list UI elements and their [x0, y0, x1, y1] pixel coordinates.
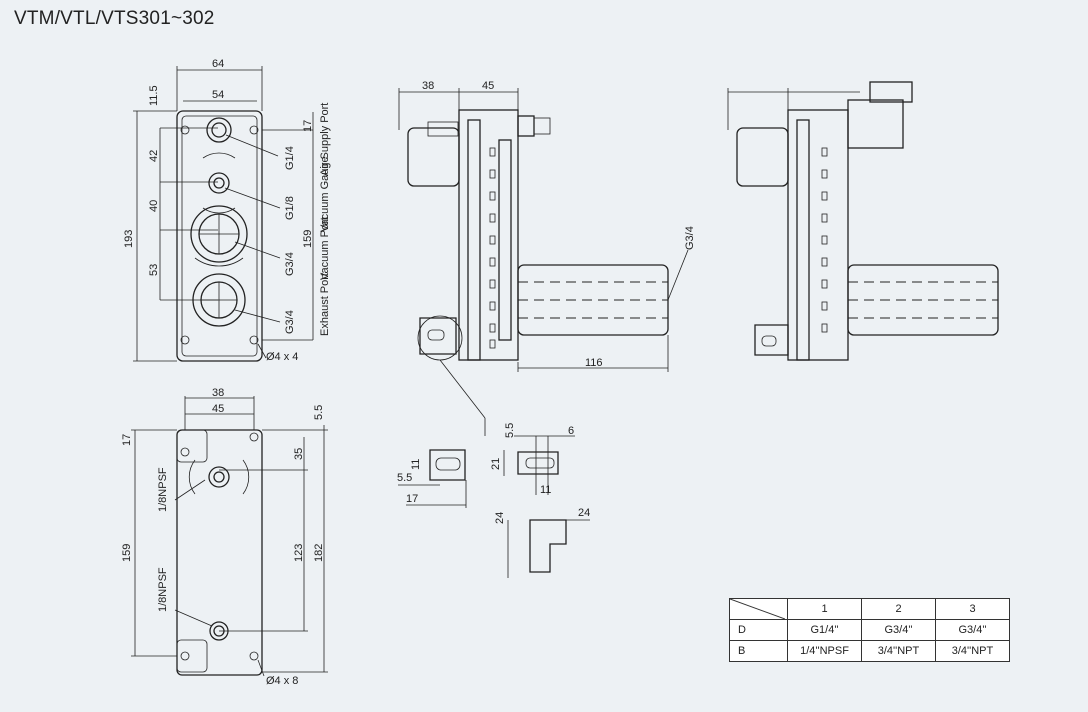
svg-text:11.5: 11.5	[148, 85, 160, 106]
svg-text:54: 54	[212, 89, 224, 101]
svg-text:159: 159	[302, 230, 314, 248]
back-view	[131, 396, 328, 677]
svg-text:193: 193	[123, 230, 135, 248]
table-header: 1	[787, 598, 862, 620]
svg-text:21: 21	[490, 458, 502, 470]
svg-text:64: 64	[212, 58, 224, 70]
svg-text:40: 40	[148, 200, 160, 212]
port-thread-3: G3/4	[284, 252, 296, 276]
back-port-2: 1/8NPSF	[157, 567, 169, 612]
svg-text:Ø4 x 4: Ø4 x 4	[266, 351, 298, 363]
svg-text:38: 38	[422, 80, 434, 92]
svg-text:53: 53	[148, 264, 160, 276]
svg-text:G3/4: G3/4	[684, 226, 696, 250]
svg-text:24: 24	[494, 512, 506, 524]
svg-text:5.5: 5.5	[397, 472, 412, 484]
svg-text:6: 6	[568, 425, 574, 437]
table-cell: G3/4''	[935, 619, 1010, 641]
svg-text:Ø4 x 8: Ø4 x 8	[266, 675, 298, 687]
port-label-4: Exhaust Port	[319, 273, 331, 336]
port-thread-1: G1/4	[284, 146, 296, 170]
svg-text:17: 17	[121, 434, 133, 446]
port-label-2: Vacuum Gauge	[319, 156, 331, 232]
table-header: 2	[861, 598, 936, 620]
svg-text:182: 182	[313, 544, 325, 562]
svg-text:38: 38	[212, 387, 224, 399]
table-cell: 3/4''NPT	[861, 640, 936, 662]
table-row: B 1/4''NPSF 3/4''NPT 3/4''NPT	[729, 640, 1010, 662]
right-side-view	[727, 81, 999, 361]
side-view	[398, 88, 689, 436]
svg-text:5.5: 5.5	[504, 423, 516, 438]
table-header: 3	[935, 598, 1010, 620]
row-label: B	[729, 640, 788, 662]
row-label: D	[729, 619, 788, 641]
svg-text:5.5: 5.5	[313, 405, 325, 420]
table-row: D G1/4'' G3/4'' G3/4''	[729, 619, 1010, 641]
svg-text:11: 11	[410, 459, 422, 470]
svg-text:42: 42	[148, 150, 160, 162]
bracket-dims: 11 5.5 17 5.5 6 21 11 24 24	[397, 423, 590, 524]
drawing-title: VTM/VTL/VTS301~302	[14, 8, 215, 29]
back-port-1: 1/8NPSF	[157, 467, 169, 512]
table-cell: G1/4''	[787, 619, 862, 641]
svg-text:17: 17	[406, 493, 418, 505]
svg-text:17: 17	[302, 120, 314, 132]
table-corner-cell	[729, 598, 788, 620]
front-view-dims: 64 54 11.5 17 193 159 42 40 53 G1/4 G1/8…	[123, 58, 331, 363]
bracket-detail	[398, 435, 590, 578]
port-label-3: Vacuum Port	[319, 217, 331, 280]
spec-table: 1 2 3 D G1/4'' G3/4'' G3/4'' B 1/4''NPSF…	[729, 598, 1010, 662]
port-label-1: Air Supply Port	[319, 103, 331, 176]
front-view	[133, 66, 314, 362]
svg-text:45: 45	[482, 80, 494, 92]
svg-text:116: 116	[585, 357, 603, 369]
side-view-slots	[489, 147, 496, 349]
svg-text:123: 123	[293, 544, 305, 562]
back-view-dims: 38 45 5.5 17 35 159 123 182 1/8NPSF 1/8N…	[121, 387, 325, 687]
svg-text:11: 11	[540, 484, 551, 496]
table-cell: 1/4''NPSF	[787, 640, 862, 662]
table-header-row: 1 2 3	[729, 598, 1010, 620]
table-cell: 3/4''NPT	[935, 640, 1010, 662]
svg-text:159: 159	[121, 544, 133, 562]
svg-text:24: 24	[578, 507, 590, 519]
table-cell: G3/4''	[861, 619, 936, 641]
svg-text:45: 45	[212, 403, 224, 415]
side-view-dims: 38 45 116 G3/4	[422, 80, 696, 369]
port-thread-2: G1/8	[284, 196, 296, 220]
svg-text:35: 35	[293, 448, 305, 460]
port-thread-4: G3/4	[284, 310, 296, 334]
